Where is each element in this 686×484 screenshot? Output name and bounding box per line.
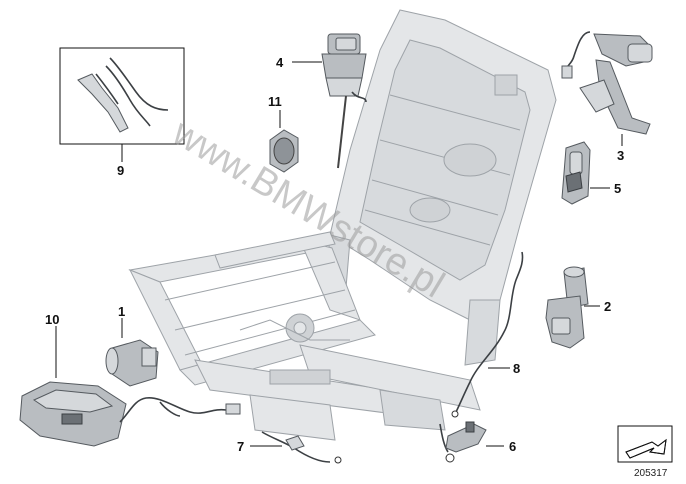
callout-7: 7 [237,439,244,454]
callout-4: 4 [276,55,284,70]
callout-8: 8 [513,361,520,376]
part-4-actuator [292,33,367,169]
part-6-lever [439,421,504,463]
part-1-motor [105,318,159,387]
part-5-switch [561,141,610,205]
callout-5: 5 [614,181,621,196]
seat-frame [128,9,557,441]
callout-1: 1 [118,304,125,319]
part-7-cable [250,431,342,464]
callout-9: 9 [117,163,124,178]
callout-3: 3 [617,148,624,163]
part-2-gear-motor [545,266,600,349]
part-9-cable-set [59,47,185,162]
callout-10: 10 [45,312,59,327]
part-8-cable [451,251,524,418]
part-10-control-unit [19,326,241,447]
part-11-knob [269,110,299,173]
part-3-motor-bracket [561,31,653,146]
callout-2: 2 [604,299,611,314]
callout-6: 6 [509,439,516,454]
seat-view-arrow-icon [617,425,673,463]
callout-11: 11 [268,94,282,109]
reference-number: 205317 [634,468,668,479]
callout-labels: 1 2 3 4 5 6 7 8 9 10 11 [45,55,624,454]
